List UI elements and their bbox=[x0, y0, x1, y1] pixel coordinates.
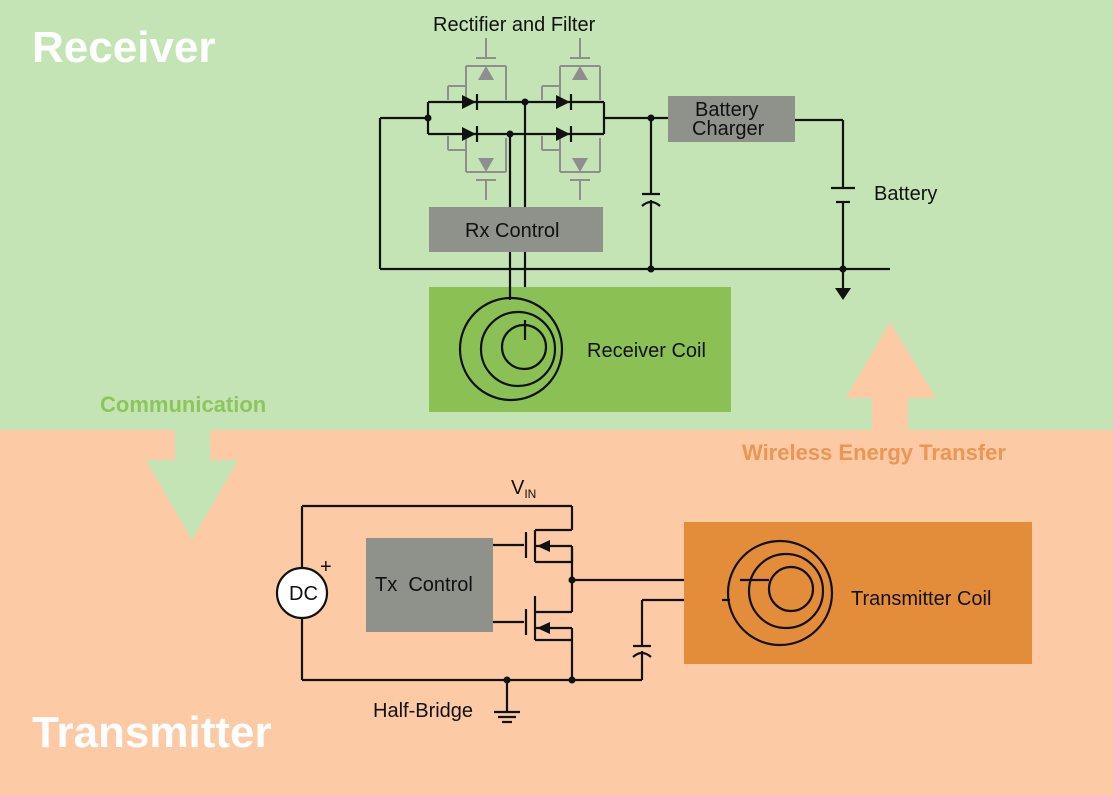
wireless-energy-label: Wireless Energy Transfer bbox=[742, 440, 1006, 465]
vin-label: VIN bbox=[511, 477, 536, 501]
half-bridge-label: Half-Bridge bbox=[373, 700, 473, 722]
tx-control-block bbox=[366, 538, 493, 632]
dc-label: DC bbox=[289, 583, 318, 605]
rx-control-label: Rx Control bbox=[465, 220, 559, 242]
ground-arrow bbox=[835, 288, 851, 300]
rectifier-bridge bbox=[424, 94, 606, 142]
high-side-mosfet bbox=[493, 528, 574, 564]
communication-arrow bbox=[146, 428, 238, 540]
rectifier-mosfets bbox=[447, 38, 601, 200]
battery-charger-block bbox=[668, 96, 795, 142]
rectifier-label: Rectifier and Filter bbox=[433, 14, 596, 36]
dc-plus: + bbox=[320, 556, 332, 578]
transmitter-coil-label: Transmitter Coil bbox=[851, 588, 991, 610]
receiver-coil bbox=[458, 286, 564, 402]
diode-1 bbox=[462, 95, 476, 109]
transmitter-coil bbox=[722, 539, 834, 647]
receiver-coil-label: Receiver Coil bbox=[587, 340, 706, 362]
tx-control-label: Tx Control bbox=[375, 574, 473, 596]
rx-control-block bbox=[429, 207, 603, 252]
receiver-title: Receiver bbox=[32, 23, 215, 72]
receiver-wiring bbox=[378, 102, 890, 320]
vin-subscript: IN bbox=[524, 487, 536, 501]
diode-2 bbox=[556, 95, 570, 109]
transmitter-coil-block bbox=[684, 522, 1032, 664]
battery-charger-line1: Battery bbox=[695, 99, 758, 121]
low-side-mosfet bbox=[493, 596, 574, 660]
transmitter-title: Transmitter bbox=[32, 708, 272, 757]
wireless-energy-arrow bbox=[846, 322, 936, 432]
battery-charger-line2: Charger bbox=[692, 118, 765, 140]
communication-label: Communication bbox=[100, 392, 266, 417]
diode-3 bbox=[462, 127, 476, 141]
battery-label: Battery bbox=[874, 183, 937, 205]
diode-4 bbox=[556, 127, 570, 141]
